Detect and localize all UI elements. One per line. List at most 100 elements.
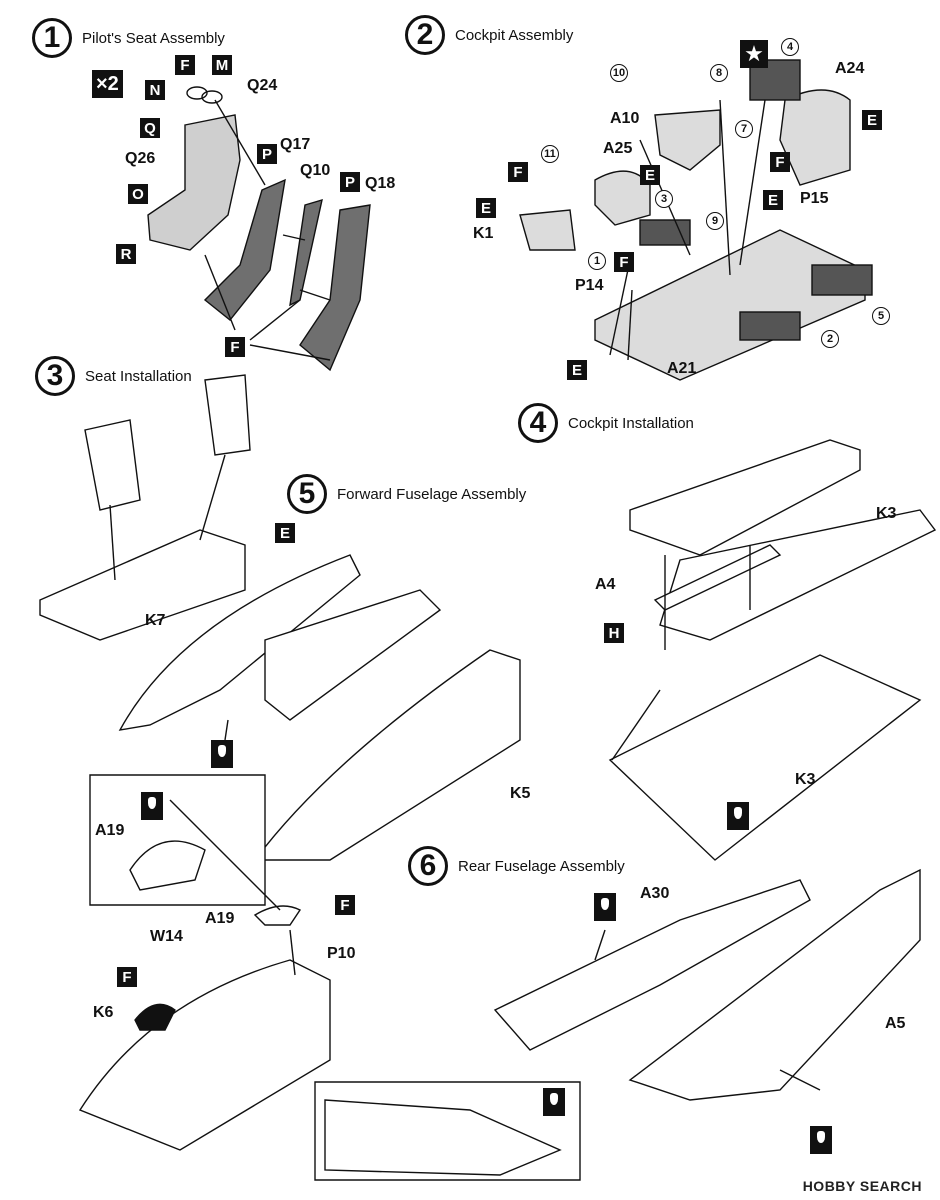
part-label: A30 (640, 885, 670, 902)
part-label: K5 (510, 785, 531, 802)
part-label: Q24 (247, 77, 278, 94)
windshield-k6 (134, 1003, 176, 1031)
part-box-label: O (128, 184, 148, 204)
seat-rail (289, 198, 323, 307)
decal-2 (739, 311, 801, 341)
step-2-number: 2 (405, 15, 445, 55)
canopy-a19 (129, 840, 206, 891)
decal-number: 1 (588, 252, 606, 270)
part-label: K3 (876, 505, 897, 522)
part-box-label: P (340, 172, 360, 192)
step-6-title: Rear Fuselage Assembly (458, 857, 625, 875)
part-a19-small (253, 905, 302, 926)
part-box-label: E (640, 165, 660, 185)
part-label: W14 (150, 928, 183, 945)
inset-nose-profile (324, 1099, 562, 1176)
step-5-title: Forward Fuselage Assembly (337, 485, 527, 503)
part-label: Q10 (300, 162, 331, 179)
part-box-label: F (335, 895, 355, 915)
part-label: Q17 (280, 136, 311, 153)
cockpit-tub-in-nose (264, 589, 442, 721)
fuselage-floor-k3 (659, 509, 937, 641)
decal-number: 5 (872, 307, 890, 325)
part-m-ring (201, 90, 223, 104)
part-label: P10 (327, 945, 356, 962)
floor-part-a4 (653, 544, 782, 611)
step-1-number: 1 (32, 18, 72, 58)
part-label: K6 (93, 1004, 114, 1021)
part-box-label: E (567, 360, 587, 380)
part-label: P15 (800, 190, 829, 207)
part-box-label: P (257, 144, 277, 164)
part-box-label: F (175, 55, 195, 75)
step-5-number: 5 (287, 474, 327, 514)
rear-bulkhead-a24 (779, 89, 851, 186)
cement-icon (543, 1088, 565, 1116)
decal-5 (811, 264, 873, 296)
part-label: A5 (885, 1015, 906, 1032)
nose-assembled (78, 959, 331, 1151)
part-label: P14 (575, 277, 604, 294)
step-2-title: Cockpit Assembly (455, 26, 574, 44)
multiplier-badge: ×2 (92, 70, 123, 98)
part-box-label: Q (140, 118, 160, 138)
part-box-label: E (476, 198, 496, 218)
decal-3 (639, 219, 691, 246)
part-box-label: E (275, 523, 295, 543)
cockpit-tub-drawing (594, 229, 866, 381)
rear-fuselage-a5 (628, 868, 921, 1101)
step-4-number: 4 (518, 403, 558, 443)
panel-a10 (654, 109, 721, 171)
inset-a19-frame (89, 774, 266, 906)
step-5-header: 5 Forward Fuselage Assembly (287, 474, 526, 514)
part-label: A24 (835, 60, 865, 77)
part-label: Q26 (125, 150, 156, 167)
part-n-ring (186, 86, 208, 100)
part-box-label: F (508, 162, 528, 182)
nose-half-k7 (118, 554, 361, 731)
part-label: K1 (473, 225, 494, 242)
part-label: K7 (145, 612, 166, 629)
part-label: A19 (205, 910, 235, 927)
part-box-label: E (862, 110, 882, 130)
decal-number: 7 (735, 120, 753, 138)
part-box-label: N (145, 80, 165, 100)
part-box-label: H (604, 623, 624, 643)
cement-icon (211, 740, 233, 768)
part-label: Q18 (365, 175, 396, 192)
step-3-title: Seat Installation (85, 367, 192, 385)
cement-icon (594, 893, 616, 921)
rear-fuselage-a30 (493, 879, 811, 1051)
part-box-label: F (225, 337, 245, 357)
part-label: A10 (610, 110, 640, 127)
step-1-header: 1 Pilot's Seat Assembly (32, 18, 225, 58)
decal-number: 2 (821, 330, 839, 348)
part-label: A4 (595, 576, 616, 593)
star-badge-icon: ★ (740, 40, 768, 68)
inset-frame (608, 654, 922, 861)
step-3-header: 3 Seat Installation (35, 356, 192, 396)
decal-number: 10 (610, 64, 628, 82)
step-4-title: Cockpit Installation (568, 414, 694, 432)
nose-half-k5 (253, 649, 521, 861)
part-box-label: F (770, 152, 790, 172)
part-box-label: E (763, 190, 783, 210)
cement-icon (727, 802, 749, 830)
seat-shell-drawing (147, 114, 241, 251)
part-box-label: F (117, 967, 137, 987)
installed-seat-rear (204, 374, 251, 456)
panel-k1 (519, 209, 576, 251)
decal-number: 11 (541, 145, 559, 163)
cement-icon (141, 792, 163, 820)
cement-icon (810, 1126, 832, 1154)
decal-number: 9 (706, 212, 724, 230)
decal-number: 8 (710, 64, 728, 82)
part-label: A21 (667, 360, 697, 377)
part-box-label: M (212, 55, 232, 75)
seat-side-left (203, 178, 286, 321)
decal-number: 4 (781, 38, 799, 56)
part-box-label: F (614, 252, 634, 272)
part-label: K3 (795, 771, 816, 788)
front-panel-a25 (594, 170, 651, 226)
